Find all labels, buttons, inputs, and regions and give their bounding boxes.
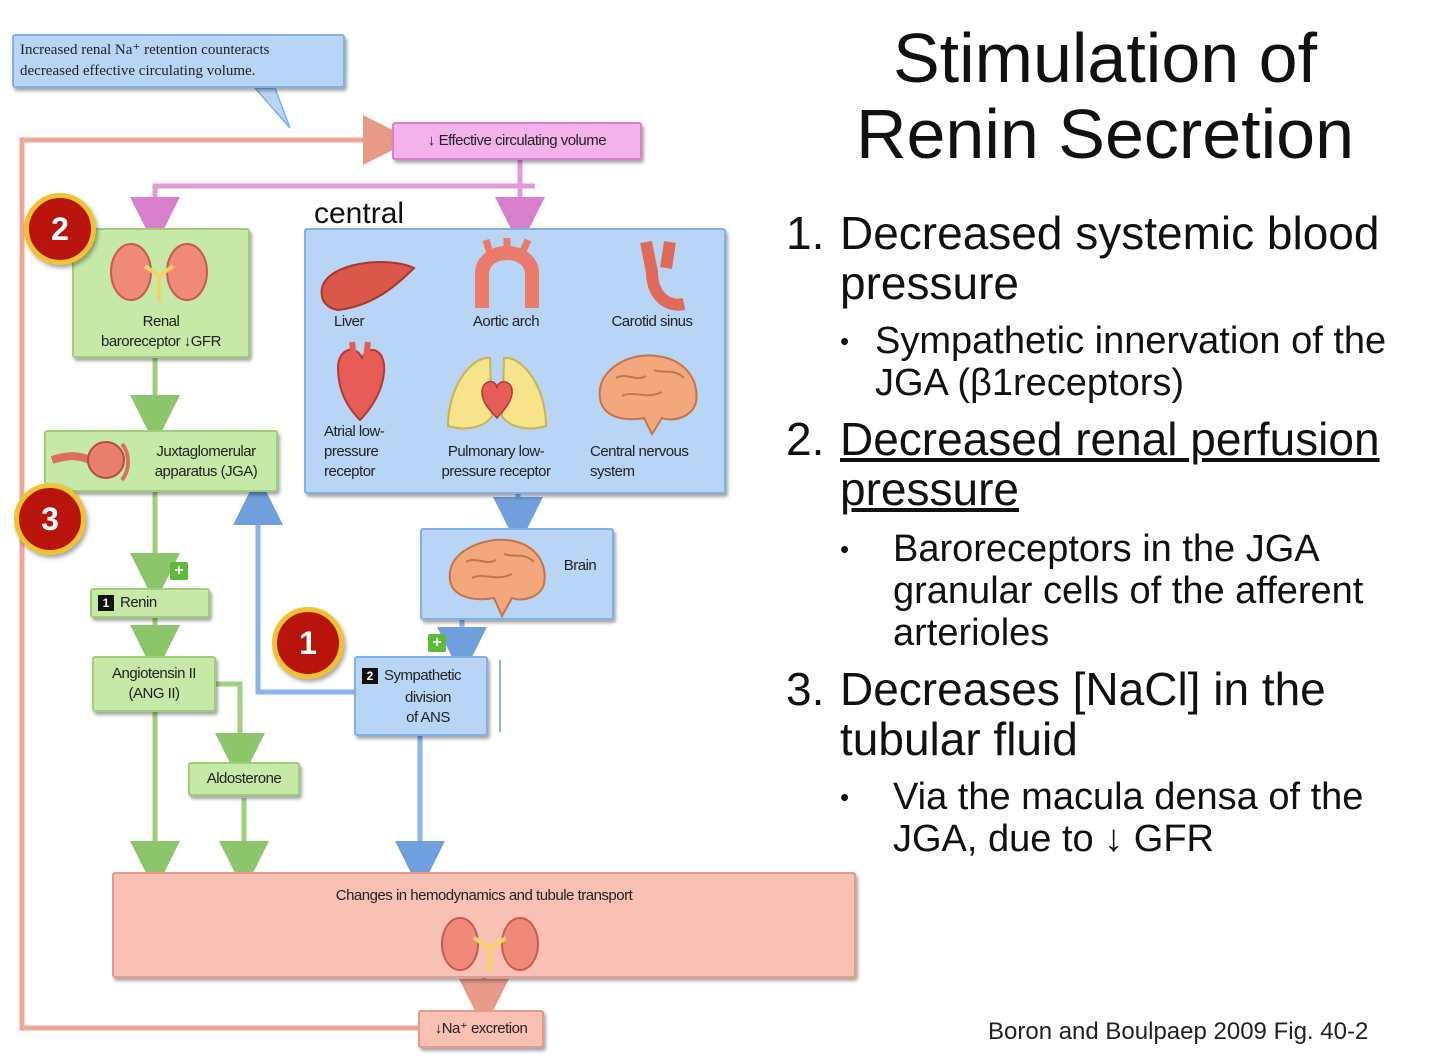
item-1-line2: pressure — [840, 257, 1019, 309]
badge-3: 3 — [14, 483, 86, 555]
carotid-sinus-label: Carotid sinus — [611, 313, 693, 330]
changes-box: Changes in hemodynamics and tubule trans… — [112, 872, 856, 978]
cns-line1: Central nervous — [590, 443, 689, 460]
badge-1: 1 — [272, 607, 344, 679]
sympathetic-step-number: 2 — [362, 668, 378, 684]
pulmonary-line2: pressure receptor — [441, 463, 551, 480]
liver-icon — [320, 261, 416, 312]
stimulation-plus-sympathetic: + — [428, 634, 446, 652]
slide-title-line2: Renin Secretion — [855, 95, 1355, 173]
item-1-line1: Decreased systemic blood — [840, 207, 1380, 259]
aldosterone-label: Aldosterone — [206, 770, 282, 787]
angiotensin-line2: (ANG II) — [128, 685, 181, 702]
cns-line2: system — [590, 463, 635, 480]
slide-title-line1: Stimulation of — [892, 19, 1318, 97]
item-1-bullet-line2: JGA (β1receptors) — [875, 362, 1185, 404]
brain-label: Brain — [563, 557, 597, 574]
atrial-line1: Atrial low- — [324, 423, 385, 440]
aortic-arch-icon — [475, 238, 539, 308]
sympathetic-box: 2 Sympathetic division of ANS — [354, 656, 488, 736]
brain-box: Brain — [420, 528, 614, 620]
sympathetic-line2: division — [404, 689, 452, 706]
aldosterone-box: Aldosterone — [188, 762, 300, 796]
item-1-bullet-line1: Sympathetic innervation of the — [875, 320, 1387, 362]
angiotensin-line1: Angiotensin II — [112, 665, 196, 682]
central-label: central — [314, 197, 405, 230]
renin-box: 1 Renin — [90, 588, 210, 618]
na-excretion-box: ↓Na⁺ excretion — [418, 1010, 544, 1048]
item-2-number: 2. — [786, 413, 825, 465]
item-1-number: 1. — [786, 207, 825, 259]
sympathetic-line1: Sympathetic — [384, 667, 462, 684]
renal-baroreceptor-box: Renal baroreceptor ↓GFR — [72, 228, 250, 358]
item-3-line1: Decreases [NaCl] in the — [840, 663, 1326, 715]
stimulation-plus-renin: + — [170, 562, 188, 580]
renal-baro-line1: Renal — [142, 313, 180, 330]
brain-icon — [598, 354, 698, 437]
badge-2: 2 — [24, 193, 96, 265]
aortic-arch-label: Aortic arch — [472, 313, 540, 330]
central-receptors-box: Liver Aortic arch Carotid sinus Atrial l… — [304, 228, 726, 494]
sympathetic-line3: of ANS — [406, 709, 450, 726]
item-2-bullet-icon: • — [840, 534, 850, 564]
kidney-icon — [110, 243, 208, 302]
item-3-bullet-icon: • — [840, 782, 850, 812]
jga-box: Juxtaglomerular apparatus (JGA) — [44, 430, 278, 492]
atrial-line3: receptor — [324, 463, 376, 480]
item-3-bullet-line2: JGA, due to ↓ GFR — [893, 818, 1214, 860]
item-2-bullet-line3: arterioles — [893, 612, 1050, 654]
pulmonary-line1: Pulmonary low- — [447, 443, 545, 460]
item-3-line2: tubular fluid — [840, 713, 1078, 765]
kidneys-icon — [441, 917, 539, 972]
renal-baro-line2: baroreceptor ↓GFR — [101, 333, 221, 350]
item-2-bullet-line2: granular cells of the afferent — [893, 570, 1364, 612]
liver-label: Liver — [333, 313, 365, 330]
item-1-bullet-icon: • — [840, 326, 850, 356]
angiotensin-box: Angiotensin II (ANG II) — [92, 656, 216, 712]
callout-line1: Increased renal Na⁺ retention counteract… — [20, 42, 270, 58]
callout-line2: decreased effective circulating volume. — [20, 63, 256, 79]
item-2-bullet-line1: Baroreceptors in the JGA — [893, 528, 1320, 570]
carotid-sinus-icon — [640, 240, 686, 311]
effective-volume-label: ↓ Effective circulating volume — [427, 132, 607, 149]
atrial-line2: pressure — [324, 443, 379, 460]
item-3-number: 3. — [786, 663, 825, 715]
item-2-line1: Decreased renal perfusion — [840, 413, 1380, 465]
effective-volume-box: ↓ Effective circulating volume — [392, 122, 642, 160]
jga-line1: Juxtaglomerular — [156, 443, 256, 460]
renin-step-number: 1 — [98, 595, 114, 611]
jga-line2: apparatus (JGA) — [154, 463, 258, 480]
callout-box: Increased renal Na⁺ retention counteract… — [12, 34, 345, 88]
brain-icon — [448, 538, 546, 618]
na-excretion-label: ↓Na⁺ excretion — [434, 1020, 528, 1037]
heart-icon — [336, 341, 386, 422]
lungs-icon — [446, 356, 548, 430]
citation: Boron and Boulpaep 2009 Fig. 40-2 — [988, 1018, 1369, 1045]
sympathetic-header: 2 Sympathetic — [362, 666, 462, 686]
item-3-bullet-line1: Via the macula densa of the — [893, 776, 1364, 818]
slide-title: Stimulation of Renin Secretion — [790, 20, 1420, 172]
changes-label: Changes in hemodynamics and tubule trans… — [335, 887, 633, 904]
item-2-line2: pressure — [840, 463, 1019, 515]
glomerulus-icon — [50, 441, 130, 482]
renin-label: Renin — [120, 594, 157, 611]
